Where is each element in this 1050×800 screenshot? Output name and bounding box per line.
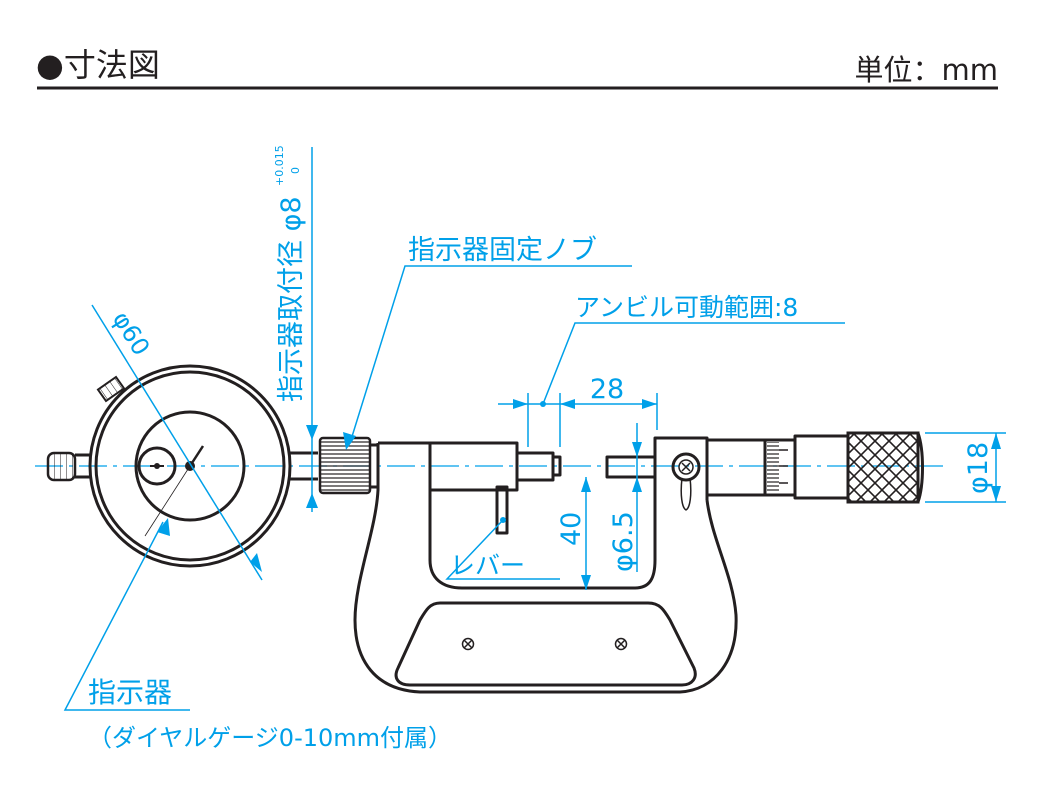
bezel-clamp <box>96 375 126 403</box>
ratchet <box>846 431 920 504</box>
dim-40: 40 <box>556 477 591 590</box>
mount-tolerance-upper: +0.015 <box>273 145 286 186</box>
section-title: ●寸法図 <box>36 46 160 84</box>
dial-needle <box>188 445 205 467</box>
lock-screw <box>671 452 701 482</box>
frame-cover-plate <box>394 601 697 687</box>
indicator-callout: 指示器 （ダイヤルゲージ0-10mm付属） <box>63 518 452 752</box>
fixing-knob-callout: 指示器固定ノブ <box>343 235 632 450</box>
anvil-range-label: アンビル可動範囲:8 <box>575 293 798 322</box>
revolution-counter <box>137 446 177 486</box>
dim-18: φ18 <box>925 432 1006 503</box>
dial-bezel-outer <box>88 364 292 568</box>
dial-gauge <box>46 364 318 568</box>
dial-back-knob <box>46 451 77 482</box>
micrometer-frame <box>353 436 738 694</box>
dim-mount-diameter: 指示器取付径 φ8 +0.015 0 <box>273 145 318 512</box>
dim-18-label: φ18 <box>963 442 994 494</box>
indicator-spindle <box>430 441 562 492</box>
mount-diameter-label: 指示器取付径 φ8 <box>276 196 307 402</box>
lever-label: レバー <box>450 551 525 580</box>
mount-tolerance-lower: 0 <box>289 167 302 174</box>
indicator-note: （ダイヤルゲージ0-10mm付属） <box>88 724 452 752</box>
sleeve <box>705 438 767 497</box>
fixing-knob-label: 指示器固定ノブ <box>408 235 597 266</box>
lever-callout: レバー <box>445 517 560 580</box>
dim-anvil-range: アンビル可動範囲:8 28 <box>498 293 845 447</box>
indicator-label: 指示器 <box>88 676 172 709</box>
dim-28-label: 28 <box>590 374 624 405</box>
lock-lever <box>680 477 692 511</box>
thimble <box>765 434 850 500</box>
dim-60-label: φ60 <box>107 306 155 360</box>
unit-label: 単位：mm <box>855 53 999 87</box>
fixing-knob <box>318 436 372 495</box>
dial-inner-ring <box>134 410 246 522</box>
dim-6-5: φ6.5 <box>608 423 642 572</box>
dim-6-5-label: φ6.5 <box>608 511 639 572</box>
anvil <box>605 455 657 479</box>
lever <box>495 485 509 535</box>
dim-40-label: 40 <box>556 512 587 546</box>
dim-60: φ60 <box>91 304 263 581</box>
dial-stem <box>290 451 318 481</box>
